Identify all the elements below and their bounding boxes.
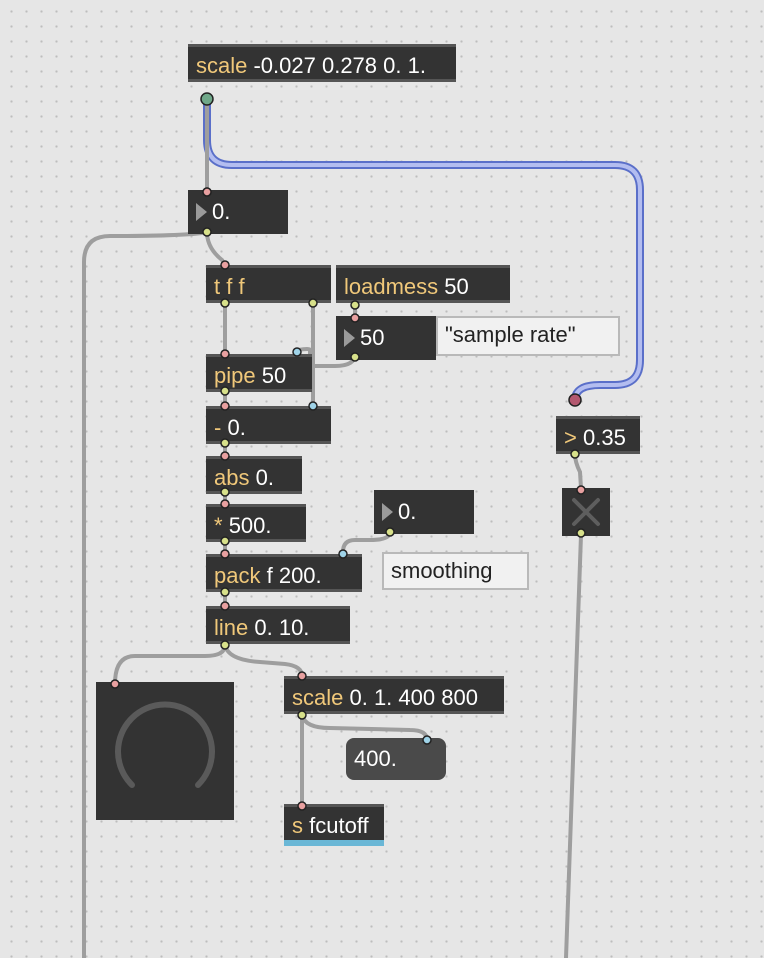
inlet-port (220, 499, 230, 509)
outlet-port (570, 449, 580, 459)
inlet-port (202, 187, 212, 197)
toggle-x-icon (572, 498, 600, 526)
pack-object[interactable]: pack f 200. (206, 554, 362, 592)
outlet-port (220, 438, 230, 448)
number-arrow-icon (344, 329, 355, 347)
toggle-control[interactable] (562, 488, 610, 536)
number-arrow-icon (382, 503, 393, 521)
inlet-port (350, 313, 360, 323)
scale-object-bottom[interactable]: scale 0. 1. 400 800 (284, 676, 504, 714)
number-box-input[interactable]: 0. (188, 190, 288, 234)
outlet-port (220, 386, 230, 396)
outlet-port (350, 352, 360, 362)
inlet-port (220, 401, 230, 411)
pipe-object[interactable]: pipe 50 (206, 354, 312, 392)
dial-arc-icon (115, 701, 215, 788)
inlet-port (220, 349, 230, 359)
smoothing-comment: smoothing (382, 552, 529, 590)
outlet-port (220, 298, 230, 308)
trigger-object[interactable]: t f f (206, 265, 331, 303)
multiply-object[interactable]: * 500. (206, 504, 306, 542)
line-object[interactable]: line 0. 10. (206, 606, 350, 644)
minus-object[interactable]: - 0. (206, 406, 331, 444)
outlet-port (576, 528, 586, 538)
message-box-400[interactable]: 400. (346, 738, 446, 780)
inlet-port (576, 485, 586, 495)
inlet-port (292, 347, 302, 357)
outlet-port (350, 300, 360, 310)
selected-outlet-port (200, 92, 214, 106)
outlet-port (308, 298, 318, 308)
inlet-port (220, 549, 230, 559)
inlet-port (297, 801, 307, 811)
inlet-port (110, 679, 120, 689)
patch-cord (300, 713, 429, 742)
outlet-port (297, 710, 307, 720)
outlet-port (202, 227, 212, 237)
selected-inlet-port (568, 393, 582, 407)
send-fcutoff-object[interactable]: s fcutoff (284, 804, 384, 846)
number-arrow-icon (196, 203, 207, 221)
inlet-port (220, 260, 230, 270)
inlet-port (297, 671, 307, 681)
inlet-port (220, 601, 230, 611)
dial-control[interactable] (96, 682, 234, 820)
sample-rate-comment: "sample rate" (436, 316, 620, 356)
sample-rate-number-box[interactable]: 50 (336, 316, 436, 360)
scale-object-top[interactable]: scale -0.027 0.278 0. 1. (188, 44, 456, 82)
loadmess-object[interactable]: loadmess 50 (336, 265, 510, 303)
outlet-port (385, 527, 395, 537)
abs-object[interactable]: abs 0. (206, 456, 302, 494)
smoothing-number-box[interactable]: 0. (374, 490, 474, 534)
inlet-port (308, 401, 318, 411)
outlet-port (220, 487, 230, 497)
patch-cord (564, 533, 583, 958)
patch-cord (113, 643, 227, 686)
inlet-port (338, 549, 348, 559)
greater-than-object[interactable]: > 0.35 (556, 416, 640, 454)
inlet-port (220, 451, 230, 461)
patch-cord (223, 643, 304, 678)
inlet-port (422, 735, 432, 745)
outlet-port (220, 640, 230, 650)
outlet-port (220, 536, 230, 546)
outlet-port (220, 587, 230, 597)
